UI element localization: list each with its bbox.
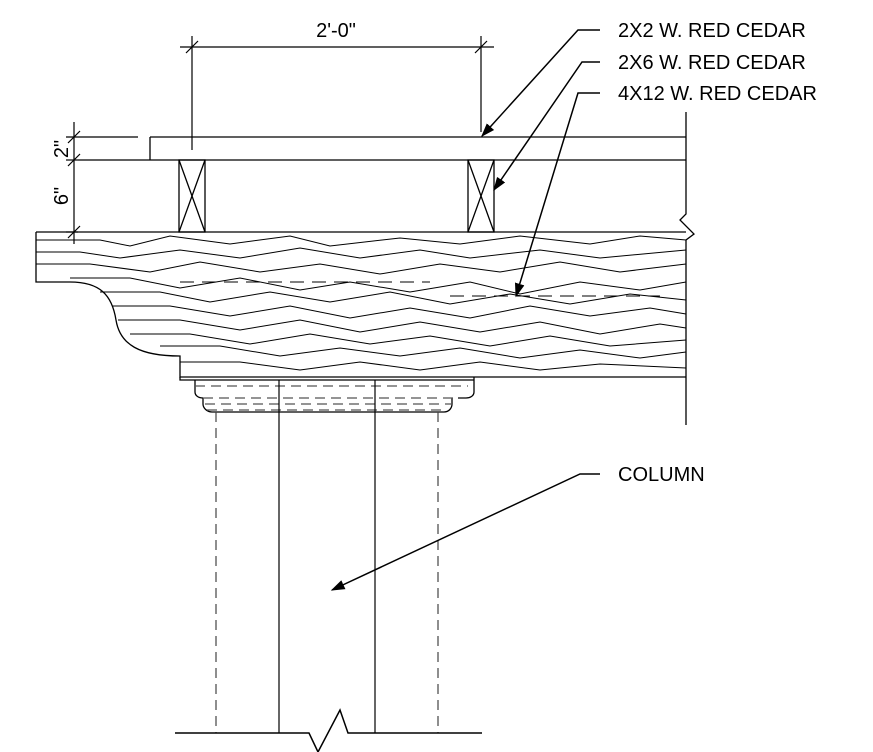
- column-capital-hidden: [195, 385, 468, 411]
- dimension-top-thickness-label: 2": [51, 140, 73, 158]
- dimension-joist-depth-label: 6": [51, 187, 73, 205]
- column-capital: [179, 377, 475, 413]
- dimension-spacing-label: 2'-0": [316, 20, 356, 42]
- callout-beam-label: 4X12 W. RED CEDAR: [618, 83, 817, 105]
- beam-4x12: [35, 231, 686, 378]
- leader-column: [330, 473, 600, 591]
- callout-joist-label: 2X6 W. RED CEDAR: [618, 52, 806, 74]
- leader-lines: [330, 29, 600, 591]
- column-shaft: [278, 380, 376, 733]
- break-line-right: [679, 112, 695, 425]
- callout-column-label: COLUMN: [618, 464, 705, 486]
- leader-top-member: [481, 29, 600, 138]
- callout-top-member-label: 2X2 W. RED CEDAR: [618, 20, 806, 42]
- top-member-2x2: [78, 136, 686, 161]
- beam-grain-dashes: [180, 281, 660, 297]
- leader-beam: [514, 92, 600, 298]
- leader-joist: [493, 61, 600, 192]
- break-line-bottom: [175, 708, 482, 752]
- joist-2x6-left: [178, 159, 206, 233]
- column-shaft-hidden: [215, 412, 439, 733]
- joist-2x6-right: [467, 159, 495, 233]
- dimension-vertical: [66, 122, 138, 244]
- dimension-spacing: [180, 36, 494, 150]
- beam-wood-grain: [36, 235, 687, 371]
